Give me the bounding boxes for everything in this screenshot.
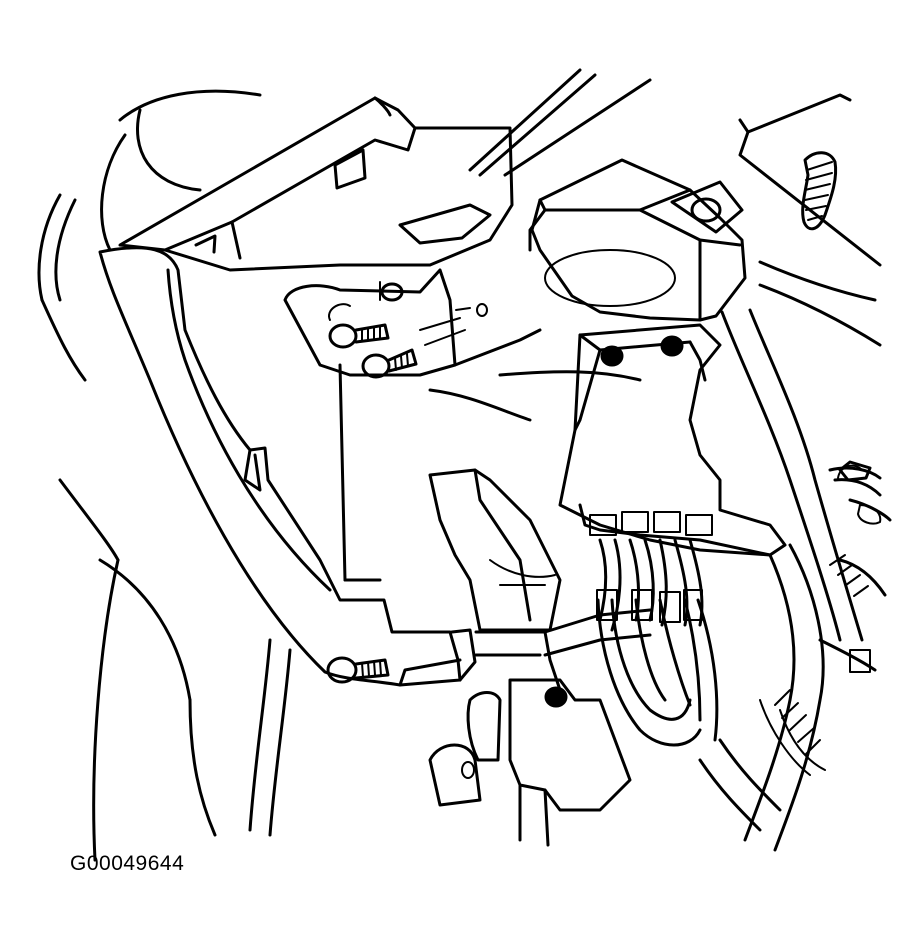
cross-bar [474,608,652,692]
steering-support-bracket [98,246,477,687]
bolt-upper-2 [361,348,418,379]
harness-shroud [428,468,562,632]
bolt-upper-1 [328,323,390,349]
support-tube [720,260,882,642]
figure-id-label: G00049644 [70,852,185,875]
conduit-right [698,466,892,852]
control-module [528,158,747,322]
mounting-bracket-upper [283,268,457,377]
bolt-lower [326,656,390,684]
harness-clip-right [837,460,882,525]
upper-dash-panel [118,96,514,272]
dash-surround [37,89,292,862]
alignment-lines [419,303,488,346]
lower-mounting-plate [428,678,632,847]
wiring-harness [596,538,719,747]
retainer-clip [801,151,838,231]
cowl-lines [468,68,882,267]
connector-block [558,323,787,557]
